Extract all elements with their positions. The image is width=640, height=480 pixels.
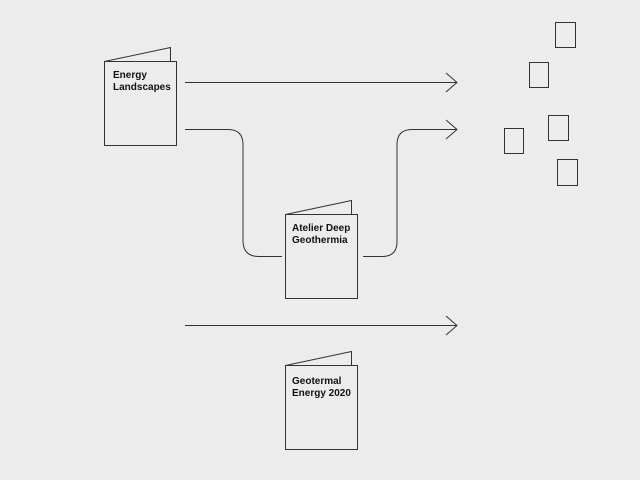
page-icon <box>555 22 576 48</box>
book-atelier-deep-geothermia: Atelier Deep Geothermia <box>285 199 358 299</box>
book-title-line-1: Energy <box>113 70 147 81</box>
book-title-line-1: Atelier Deep <box>292 223 350 234</box>
book-geotermal-energy-2020: Geotermal Energy 2020 <box>285 350 358 450</box>
book-spine <box>285 350 352 366</box>
flow-arrow-top <box>185 72 458 93</box>
book-spine <box>285 199 352 215</box>
book-energy-landscapes: Energy Landscapes <box>104 46 177 146</box>
page-icon <box>504 128 524 154</box>
arrow-head <box>445 315 458 336</box>
book-title-line-2: Geothermia <box>292 235 348 246</box>
page-icon <box>557 159 578 186</box>
flow-arrow-bottom <box>185 315 458 336</box>
arrow-head <box>445 119 458 140</box>
scattered-pages <box>504 22 578 186</box>
connector-to-atelier <box>185 129 282 257</box>
book-cover <box>285 365 358 450</box>
book-title-line-1: Geotermal <box>292 376 342 387</box>
book-title-line-2: Energy 2020 <box>292 388 351 399</box>
page-icon <box>529 62 549 88</box>
arrow-line <box>363 129 457 257</box>
flow-arrow-middle <box>363 119 458 257</box>
page-icon <box>548 115 569 141</box>
book-cover <box>104 61 177 146</box>
book-spine <box>104 46 171 62</box>
book-title-line-2: Landscapes <box>113 82 171 93</box>
book-cover <box>285 214 358 299</box>
arrow-head <box>445 72 458 93</box>
